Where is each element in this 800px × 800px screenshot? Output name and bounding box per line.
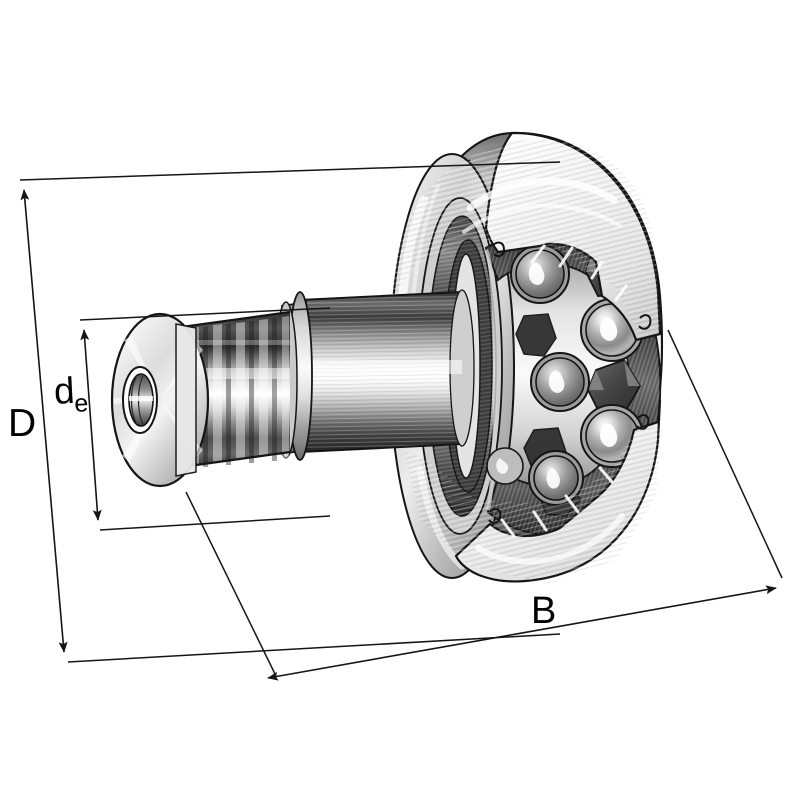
dim-B-witness-left [185,491,277,677]
ball-3-highlight [528,262,545,285]
dim-B-witness-right [667,329,783,579]
cut-face-sparkles-upper [530,244,628,302]
shaft-highlight [300,360,462,374]
dimension-label-B: B [531,590,557,632]
cage-spacer-2-facet-2 [624,360,640,386]
dimension-label-de-main: d [52,369,76,412]
stud-highlight [160,368,290,379]
cut-face-sparkles-lower [500,466,614,538]
dim-de-line [80,329,102,521]
dim-de-witness-top [79,307,331,321]
crown-highlight-1 [466,177,618,212]
shaft-edges [299,291,463,453]
ball-2-highlight [600,423,618,447]
seal-groove-lower [488,508,502,524]
seal-groove-upper-right [638,314,652,330]
dim-D-line [20,189,68,653]
dimension-label-D: D [8,402,37,445]
dim-D-witness-top [19,161,561,181]
bearing-cutaway [484,229,662,536]
ball-4-highlight [548,370,565,393]
dimension-label-de-subscript: e [73,389,89,418]
ground-shaft [299,289,475,453]
crown-highlight-2 [462,203,622,234]
raceway-inner-lip [484,249,498,511]
ball-partial-highlight [496,458,509,474]
dimension-label-de: de [52,369,89,418]
seal-groove-upper [491,241,506,258]
seal-groove-lower-right [636,414,650,430]
cage-spacer-2-facet [588,370,604,390]
cage-spacer-3 [515,313,557,357]
ball-5-highlight [546,468,561,489]
stud-highlight-2 [160,340,290,345]
stud-end-flat [175,323,197,477]
ball-1-highlight [600,317,618,341]
crown-highlight-3 [475,513,625,565]
ball-row-upper [510,244,590,506]
stud-hex-end [110,312,210,488]
dim-B-line [267,585,777,681]
hex-socket-highlight [129,396,153,401]
dimension-annotations [19,161,783,681]
dim-de-witness-bottom [99,515,331,531]
